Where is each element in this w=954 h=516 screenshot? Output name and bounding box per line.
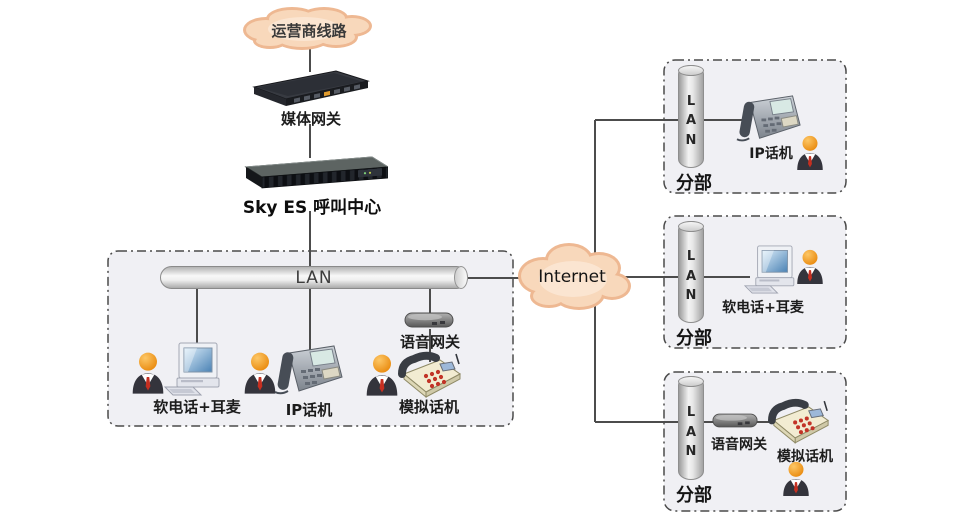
branch-3-person-icon bbox=[783, 461, 809, 496]
branch-2-lan-letter: L bbox=[686, 249, 696, 265]
branch-2-name: 分部 bbox=[676, 328, 712, 349]
call-center-server-icon bbox=[244, 156, 388, 189]
branch-1-lan-letter: A bbox=[685, 113, 697, 129]
hq-agent-1-person-icon bbox=[132, 352, 164, 394]
hq-analog-phone-label: 模拟话机 bbox=[398, 398, 460, 416]
branch-2-lan-letter: N bbox=[685, 288, 697, 304]
hq-ip-phone-icon bbox=[274, 345, 343, 395]
branch-3-name: 分部 bbox=[676, 485, 712, 506]
branch-1-lan-letter: N bbox=[685, 132, 697, 148]
hq-lan-bus: LAN bbox=[160, 266, 468, 289]
media-gateway-label: 媒体网关 bbox=[280, 110, 342, 128]
branch-1-lan-letter: L bbox=[686, 93, 696, 109]
carrier-cloud-label: 运营商线路 bbox=[271, 22, 347, 40]
branch-3-lan-letter: N bbox=[685, 444, 697, 460]
branch-3-analog-phone-icon bbox=[768, 398, 830, 444]
branch-3-voice-gateway-label: 语音网关 bbox=[711, 437, 767, 453]
carrier-cloud bbox=[243, 7, 372, 50]
branch-3-voice-gateway-icon bbox=[712, 413, 758, 428]
branch-3-lan-letter: L bbox=[686, 405, 696, 421]
branch-1-ip-phone-icon bbox=[736, 95, 801, 142]
media-gateway-icon bbox=[252, 70, 370, 106]
hq-agent-3-person-icon bbox=[366, 354, 398, 396]
branch-1-ip-phone-label: IP话机 bbox=[749, 146, 793, 162]
call-center-label: Sky ES 呼叫中心 bbox=[242, 198, 382, 218]
branch-1-name: 分部 bbox=[676, 173, 712, 194]
branch-2-box bbox=[663, 215, 847, 349]
branch-2-person-icon bbox=[797, 249, 823, 284]
branch-1-lan-cylinder: L A N bbox=[678, 65, 704, 168]
branch-3-lan-cylinder: L A N bbox=[678, 376, 704, 480]
hq-ip-phone-label: IP话机 bbox=[285, 401, 333, 419]
branch-3-analog-phone-label: 模拟话机 bbox=[777, 449, 833, 465]
internet-cloud bbox=[518, 243, 631, 310]
hq-softphone-computer-icon bbox=[164, 342, 220, 396]
branch-1-person-icon bbox=[797, 135, 823, 170]
branch-2-softphone-label: 软电话+耳麦 bbox=[722, 300, 804, 316]
branch-3-lan-letter: A bbox=[685, 424, 697, 440]
hq-lan-label: LAN bbox=[295, 267, 333, 288]
hq-softphone-label: 软电话+耳麦 bbox=[153, 398, 241, 416]
hq-agent-2-person-icon bbox=[244, 352, 276, 394]
branch-2-softphone-computer-icon bbox=[744, 245, 795, 294]
branch-2-lan-cylinder: L A N bbox=[678, 221, 704, 323]
hq-analog-phone-icon bbox=[398, 351, 461, 398]
hq-voice-gateway-label: 语音网关 bbox=[399, 333, 461, 351]
branch-2-lan-letter: A bbox=[685, 268, 697, 284]
hq-voice-gateway-icon bbox=[404, 312, 454, 328]
internet-label: Internet bbox=[538, 267, 606, 287]
hq-lan-bus-cap bbox=[454, 266, 468, 289]
